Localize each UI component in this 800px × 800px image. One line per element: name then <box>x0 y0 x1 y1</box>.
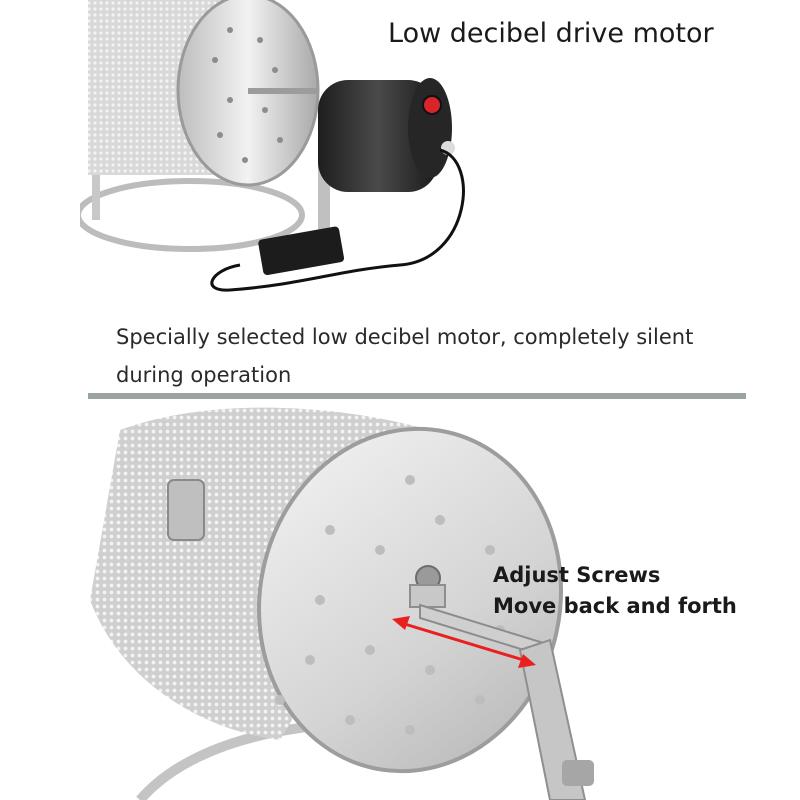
callout-line-2: Move back and forth <box>493 594 737 618</box>
motor-description: Specially selected low decibel motor, co… <box>116 325 694 387</box>
drum-photo <box>90 407 594 800</box>
callout-line-1: Adjust Screws <box>493 563 661 587</box>
motor-photo <box>80 0 465 292</box>
section-divider <box>88 393 746 399</box>
headline: Low decibel drive motor <box>388 18 714 49</box>
adjust-arrow <box>392 616 536 668</box>
adjust-callout: Adjust Screws Move back and forth <box>493 560 737 622</box>
